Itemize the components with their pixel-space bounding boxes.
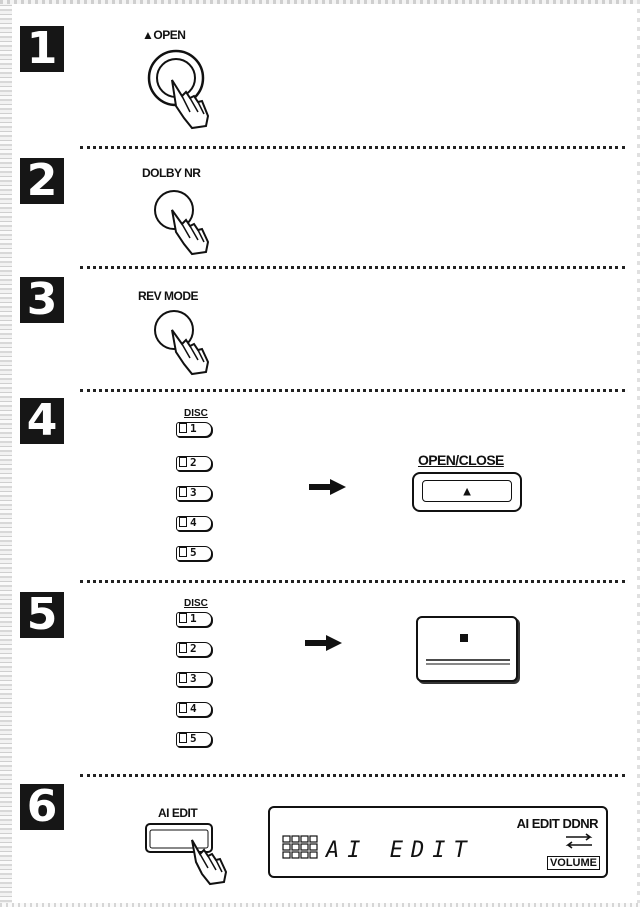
- disc-2-label: 2: [190, 456, 197, 469]
- dolby-button-press-icon[interactable]: [150, 184, 230, 258]
- tray-detail-icon: [426, 634, 510, 665]
- separator-1: [80, 146, 625, 149]
- scan-edge-left: [0, 0, 12, 907]
- disc-5-button[interactable]: 5: [176, 732, 212, 747]
- disc-4-label: 4: [190, 702, 197, 715]
- rev-mode-button-label: REV MODE: [138, 289, 199, 303]
- open-close-button[interactable]: ▲: [412, 472, 522, 512]
- step-2-number: 2: [20, 158, 64, 204]
- scan-edge-top: [0, 0, 640, 4]
- disc-1-label: 1: [190, 612, 197, 625]
- disc-title-step5: DISC: [184, 598, 208, 609]
- separator-4: [80, 580, 625, 583]
- disc-5-label: 5: [190, 546, 197, 559]
- dolby-button-label: DOLBY NR: [142, 166, 201, 180]
- lcd-display: AI EDIT DDNR AI EDIT VOLUME: [268, 806, 608, 878]
- separator-3: [80, 389, 625, 392]
- disc-1-button[interactable]: 1: [176, 422, 212, 437]
- reverse-arrows-icon: [565, 833, 593, 849]
- disc-4-button[interactable]: 4: [176, 516, 212, 531]
- display-segment-indicator-icon: [282, 835, 318, 859]
- disc-1-button[interactable]: 1: [176, 612, 212, 627]
- disc-5-button[interactable]: 5: [176, 546, 212, 561]
- display-top-text: AI EDIT DDNR: [516, 816, 599, 831]
- disc-4-button[interactable]: 4: [176, 702, 212, 717]
- step-5-number: 5: [20, 592, 64, 638]
- disc-3-button[interactable]: 3: [176, 672, 212, 687]
- arrow-right-icon: [305, 635, 342, 651]
- open-button-label: ▲OPEN: [142, 28, 186, 42]
- disc-1-label: 1: [190, 422, 197, 435]
- display-main-text: AI EDIT: [326, 838, 475, 863]
- separator-5: [80, 774, 625, 777]
- disc-title-step4: DISC: [184, 408, 208, 419]
- step-3-number: 3: [20, 277, 64, 323]
- ai-edit-button-label: AI EDIT: [158, 806, 198, 820]
- rev-mode-button-press-icon[interactable]: [150, 306, 230, 380]
- step-6-number: 6: [20, 784, 64, 830]
- disc-tray-illustration: [416, 616, 518, 682]
- ai-edit-button-press-icon[interactable]: [140, 820, 240, 890]
- scan-edge-bottom: [0, 903, 640, 907]
- disc-3-label: 3: [190, 672, 197, 685]
- open-close-label: OPEN/CLOSE: [418, 452, 504, 468]
- scan-edge-right: [637, 0, 640, 907]
- disc-3-label: 3: [190, 486, 197, 499]
- separator-2: [80, 266, 625, 269]
- disc-5-label: 5: [190, 732, 197, 745]
- disc-2-button[interactable]: 2: [176, 456, 212, 471]
- disc-3-button[interactable]: 3: [176, 486, 212, 501]
- step-1-number: 1: [20, 26, 64, 72]
- open-button-press-icon[interactable]: [146, 46, 230, 132]
- disc-2-label: 2: [190, 642, 197, 655]
- volume-indicator: VOLUME: [546, 856, 600, 870]
- arrow-right-icon: [309, 479, 346, 495]
- disc-2-button[interactable]: 2: [176, 642, 212, 657]
- disc-4-label: 4: [190, 516, 197, 529]
- eject-icon: ▲: [460, 483, 474, 499]
- step-4-number: 4: [20, 398, 64, 444]
